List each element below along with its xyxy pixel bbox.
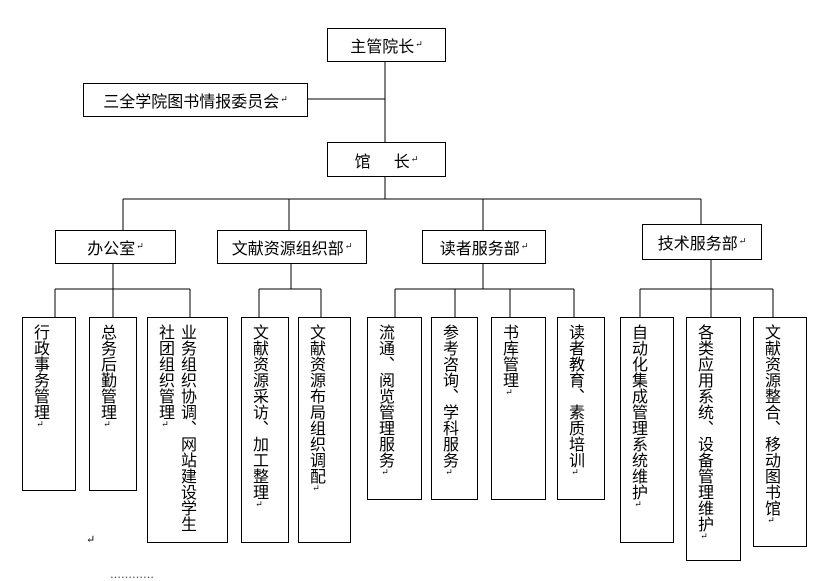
unit-box: 文献资源采访、加工整理↵: [241, 317, 289, 543]
department-resources: 文献资源组织部↵: [217, 230, 367, 264]
unit-box: 文献资源布局组织调配↵: [298, 317, 351, 543]
unit-label: 参考咨询、学科服务: [440, 324, 459, 468]
unit-box: 行政事务管理↵: [22, 317, 76, 491]
unit-label: 流通、阅览管理服务: [376, 324, 395, 468]
unit-label: 文献资源布局组织调配: [307, 324, 326, 484]
director-label: 主管院长: [350, 37, 415, 56]
unit-label: 自动化集成管理系统维护: [629, 324, 648, 500]
department-reader-services: 读者服务部↵: [422, 230, 546, 264]
committee-box: 三全学院图书情报委员会↵: [83, 83, 308, 117]
unit-box: 书库管理↵: [491, 317, 546, 500]
department-label: 文献资源组织部: [231, 239, 344, 258]
unit-label: 文献资源整合、移动图书馆: [762, 324, 781, 516]
unit-box: 自动化集成管理系统维护↵: [620, 317, 674, 543]
unit-label: 各类应用系统、设备管理维护: [695, 324, 714, 532]
librarian-box: 馆 长↵: [327, 142, 446, 177]
bottom-text: …………: [110, 568, 154, 581]
unit-box: 参考咨询、学科服务↵: [431, 317, 478, 500]
department-label: 技术服务部: [657, 234, 738, 253]
unit-box: 总务后勤管理↵: [89, 317, 137, 491]
department-label: 办公室: [87, 239, 136, 258]
unit-box: 流通、阅览管理服务↵: [367, 317, 422, 500]
unit-label: 文献资源采访、加工整理: [250, 324, 269, 500]
unit-box: 业务组织协调、网站建设学生社团组织管理↵: [147, 317, 228, 543]
director-box: 主管院长↵: [327, 28, 446, 62]
unit-box: 各类应用系统、设备管理维护↵: [686, 317, 741, 561]
paragraph-mark: ↵: [86, 533, 96, 546]
unit-box: 文献资源整合、移动图书馆↵: [753, 317, 807, 547]
department-tech-services: 技术服务部↵: [642, 224, 762, 260]
unit-label: 书库管理: [500, 324, 519, 388]
committee-label: 三全学院图书情报委员会: [103, 92, 280, 111]
unit-box: 读者教育、素质培训↵: [557, 317, 605, 500]
department-label: 读者服务部: [439, 239, 520, 258]
unit-label: 行政事务管理: [31, 324, 50, 420]
librarian-label: 馆 长: [354, 151, 410, 171]
unit-label: 读者教育、素质培训: [566, 324, 585, 468]
unit-label: 总务后勤管理: [98, 324, 117, 420]
department-office: 办公室↵: [55, 230, 176, 264]
unit-label: 业务组织协调、网站建设学生社团组织管理: [156, 324, 197, 532]
